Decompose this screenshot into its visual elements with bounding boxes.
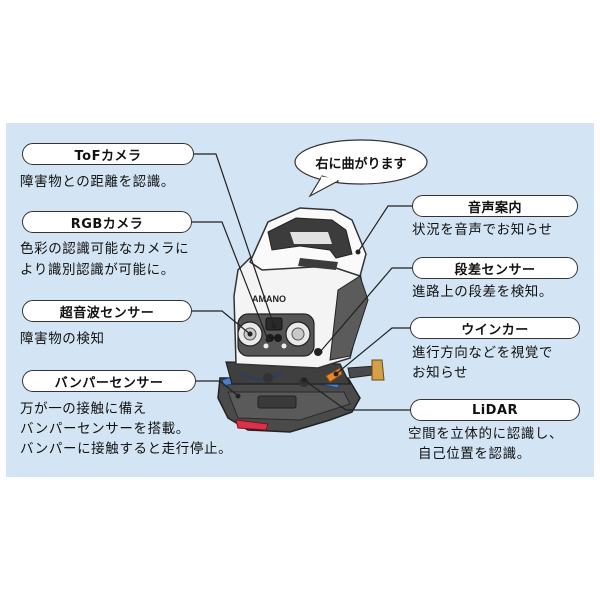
ultrasonic-sensor-desc-line-1: 障害物の検知 <box>20 331 105 347</box>
voice-guidance-desc-line-1: 状況を音声でお知らせ <box>412 222 553 238</box>
turn-signal-label: ウインカー <box>410 317 580 339</box>
turn-signal-desc-line-1: 進行方向などを視覚で <box>412 345 553 361</box>
lidar-label: LiDAR <box>410 399 580 421</box>
tof-camera-label: ToFカメラ <box>22 143 194 165</box>
speech-bubble-text: 右に曲がります <box>315 156 407 172</box>
tof-camera-desc-line-1: 障害物との距離を認識。 <box>20 174 175 190</box>
lidar-desc-line-1: 空間を立体的に認識し、 <box>408 426 564 442</box>
rgb-camera-desc-line-1: 色彩の認識可能なカメラに <box>20 241 190 257</box>
step-sensor-desc-line-1: 進路上の段差を検知。 <box>412 284 553 300</box>
step-sensor-label: 段差センサー <box>412 257 578 279</box>
bumper-sensor-desc-line-3: バンパーに接触すると走行停止。 <box>20 441 233 457</box>
robot-body <box>217 207 385 433</box>
bumper-sensor-desc-line-1: 万が一の接触に備え <box>20 401 147 417</box>
rgb-camera-desc-line-2: より識別認識が可能に。 <box>20 262 175 278</box>
robot-logo: AMANO <box>252 294 286 304</box>
leader-lines <box>192 153 412 411</box>
leader-dots <box>235 249 361 399</box>
speech-bubble <box>294 139 428 198</box>
turn-signal-desc-line-2: お知らせ <box>412 365 469 381</box>
voice-guidance-label: 音声案内 <box>412 195 578 217</box>
rgb-camera-label: RGBカメラ <box>22 211 192 233</box>
lidar-desc-line-2: 自己位置を認識。 <box>418 446 531 462</box>
ultrasonic-sensor-label: 超音波センサー <box>22 300 192 322</box>
bumper-sensor-desc-line-2: バンパーセンサーを搭載。 <box>20 421 190 437</box>
bumper-sensor-label: バンパーセンサー <box>22 370 196 392</box>
